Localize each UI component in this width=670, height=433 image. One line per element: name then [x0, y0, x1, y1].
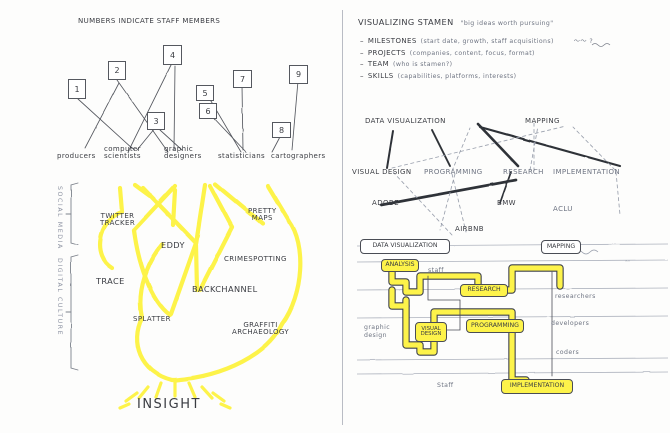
map-label-coders: coders — [556, 349, 580, 356]
map-label-staff: staff — [428, 267, 444, 274]
bracket-label-digital-culture: DIGITAL CULTURE — [56, 258, 63, 337]
number-box-2[interactable]: 2 — [108, 61, 126, 80]
role-label-statisticians: statisticians — [218, 152, 266, 160]
category-brackets — [65, 182, 79, 371]
left-panel-heading: NUMBERS INDICATE STAFF MEMBERS — [78, 17, 221, 25]
map-label-graphic-design: graphic design — [364, 324, 391, 340]
network-node-research: RESEARCH — [503, 168, 544, 176]
network-node-mapping: MAPPING — [525, 117, 560, 125]
bullet-team: – TEAM (who is stamen?) — [360, 60, 660, 69]
bullet-milestones: – MILESTONES (start date, growth, staff … — [360, 37, 660, 46]
project-label-twitter-tracker: TWITTER TRACKER — [100, 212, 136, 228]
bullet-dash-icon: – — [360, 37, 364, 45]
bullet-key: TEAM — [367, 60, 390, 68]
map-label-researchers: researchers — [555, 293, 596, 300]
bullet-detail: (companies, content, focus, format) — [409, 49, 535, 57]
page-divider — [342, 10, 344, 425]
bullet-skills: – SKILLS (capabilities, platforms, inter… — [360, 71, 660, 81]
number-box-7[interactable]: 7 — [233, 70, 252, 88]
bullet-key: PROJECTS — [367, 48, 406, 57]
network-node-programming: PROGRAMMING — [424, 168, 483, 176]
number-box-5[interactable]: 5 — [196, 85, 214, 101]
map-station-research[interactable]: RESEARCH — [460, 284, 508, 297]
map-station-analysis[interactable]: ANALYSIS — [381, 259, 419, 272]
project-label-graffiti-archaeology: GRAFFITI ARCHAEOLOGY — [232, 321, 290, 337]
bullet-projects: – PROJECTS (companies, content, focus, f… — [360, 48, 660, 58]
bullet-trailer: 〜〜 ? — [573, 38, 594, 45]
number-box-1[interactable]: 1 — [68, 79, 86, 99]
network-node-implementation: IMPLEMENTATION — [553, 168, 621, 176]
role-label-computer-scientists: computer scientists — [104, 145, 141, 161]
number-box-4[interactable]: 4 — [163, 45, 182, 65]
map-label-developers: developers — [551, 320, 590, 327]
network-node-visual-design: VISUAL DESIGN — [352, 168, 412, 176]
bullet-detail: (capabilities, platforms, interests) — [397, 72, 517, 80]
project-label-trace: TRACE — [96, 276, 125, 286]
map-station-visual-design[interactable]: VISUAL DESIGN — [415, 322, 447, 342]
role-label-graphic-designers: graphic designers — [164, 145, 202, 161]
map-station-implementation[interactable]: IMPLEMENTATION — [501, 379, 573, 394]
project-label-crimespotting: CRIMESPOTTING — [224, 255, 287, 263]
network-solid-edges — [379, 122, 622, 207]
bullet-key: MILESTONES — [367, 37, 417, 45]
project-label-pretty-maps: PRETTY MAPS — [248, 207, 277, 223]
right-panel-title-quote: "big ideas worth pursuing" — [460, 20, 554, 27]
network-node-adobe: ADOBE — [372, 199, 399, 207]
right-panel-bullet-list: – MILESTONES (start date, growth, staff … — [360, 37, 660, 81]
bullet-dash-icon: – — [360, 60, 364, 68]
number-box-6[interactable]: 6 — [199, 103, 217, 119]
right-panel-title-row: VISUALIZING STAMEN "big ideas worth purs… — [358, 18, 554, 28]
insight-label: INSIGHT — [137, 397, 201, 412]
network-node-aclu: ACLU — [553, 205, 573, 213]
number-box-8[interactable]: 8 — [272, 122, 291, 138]
number-box-3[interactable]: 3 — [147, 112, 165, 130]
network-dashed-edges — [391, 119, 621, 236]
role-label-producers: producers — [57, 152, 96, 160]
map-label-staff-bottom: Staff — [437, 382, 454, 389]
project-label-backchannel: BACKCHANNEL — [192, 284, 258, 294]
role-label-cartographers: cartographers — [271, 152, 326, 160]
bullet-detail: (start date, growth, staff acquisitions) — [420, 38, 554, 45]
network-node-airbnb: AIRBNB — [455, 225, 484, 233]
bullet-dash-icon: – — [360, 71, 364, 80]
bracket-label-social-media: SOCIAL MEDIA — [56, 186, 63, 250]
network-node-bmw: BMW — [497, 199, 516, 207]
map-station-programming[interactable]: PROGRAMMING — [466, 319, 524, 333]
map-station-mapping[interactable]: MAPPING — [541, 240, 581, 254]
map-station-data-visualization[interactable]: DATA VISUALIZATION — [360, 239, 450, 254]
bullet-detail: (who is stamen?) — [393, 61, 453, 68]
right-panel-title: VISUALIZING STAMEN — [358, 17, 454, 27]
project-label-splatter: SPLATTER — [133, 315, 171, 323]
project-label-eddy: EDDY — [161, 240, 185, 250]
network-node-data-visualization: DATA VISUALIZATION — [365, 117, 446, 125]
number-box-9[interactable]: 9 — [289, 65, 308, 84]
bullet-key: SKILLS — [367, 71, 394, 80]
bullet-dash-icon: – — [360, 48, 364, 57]
